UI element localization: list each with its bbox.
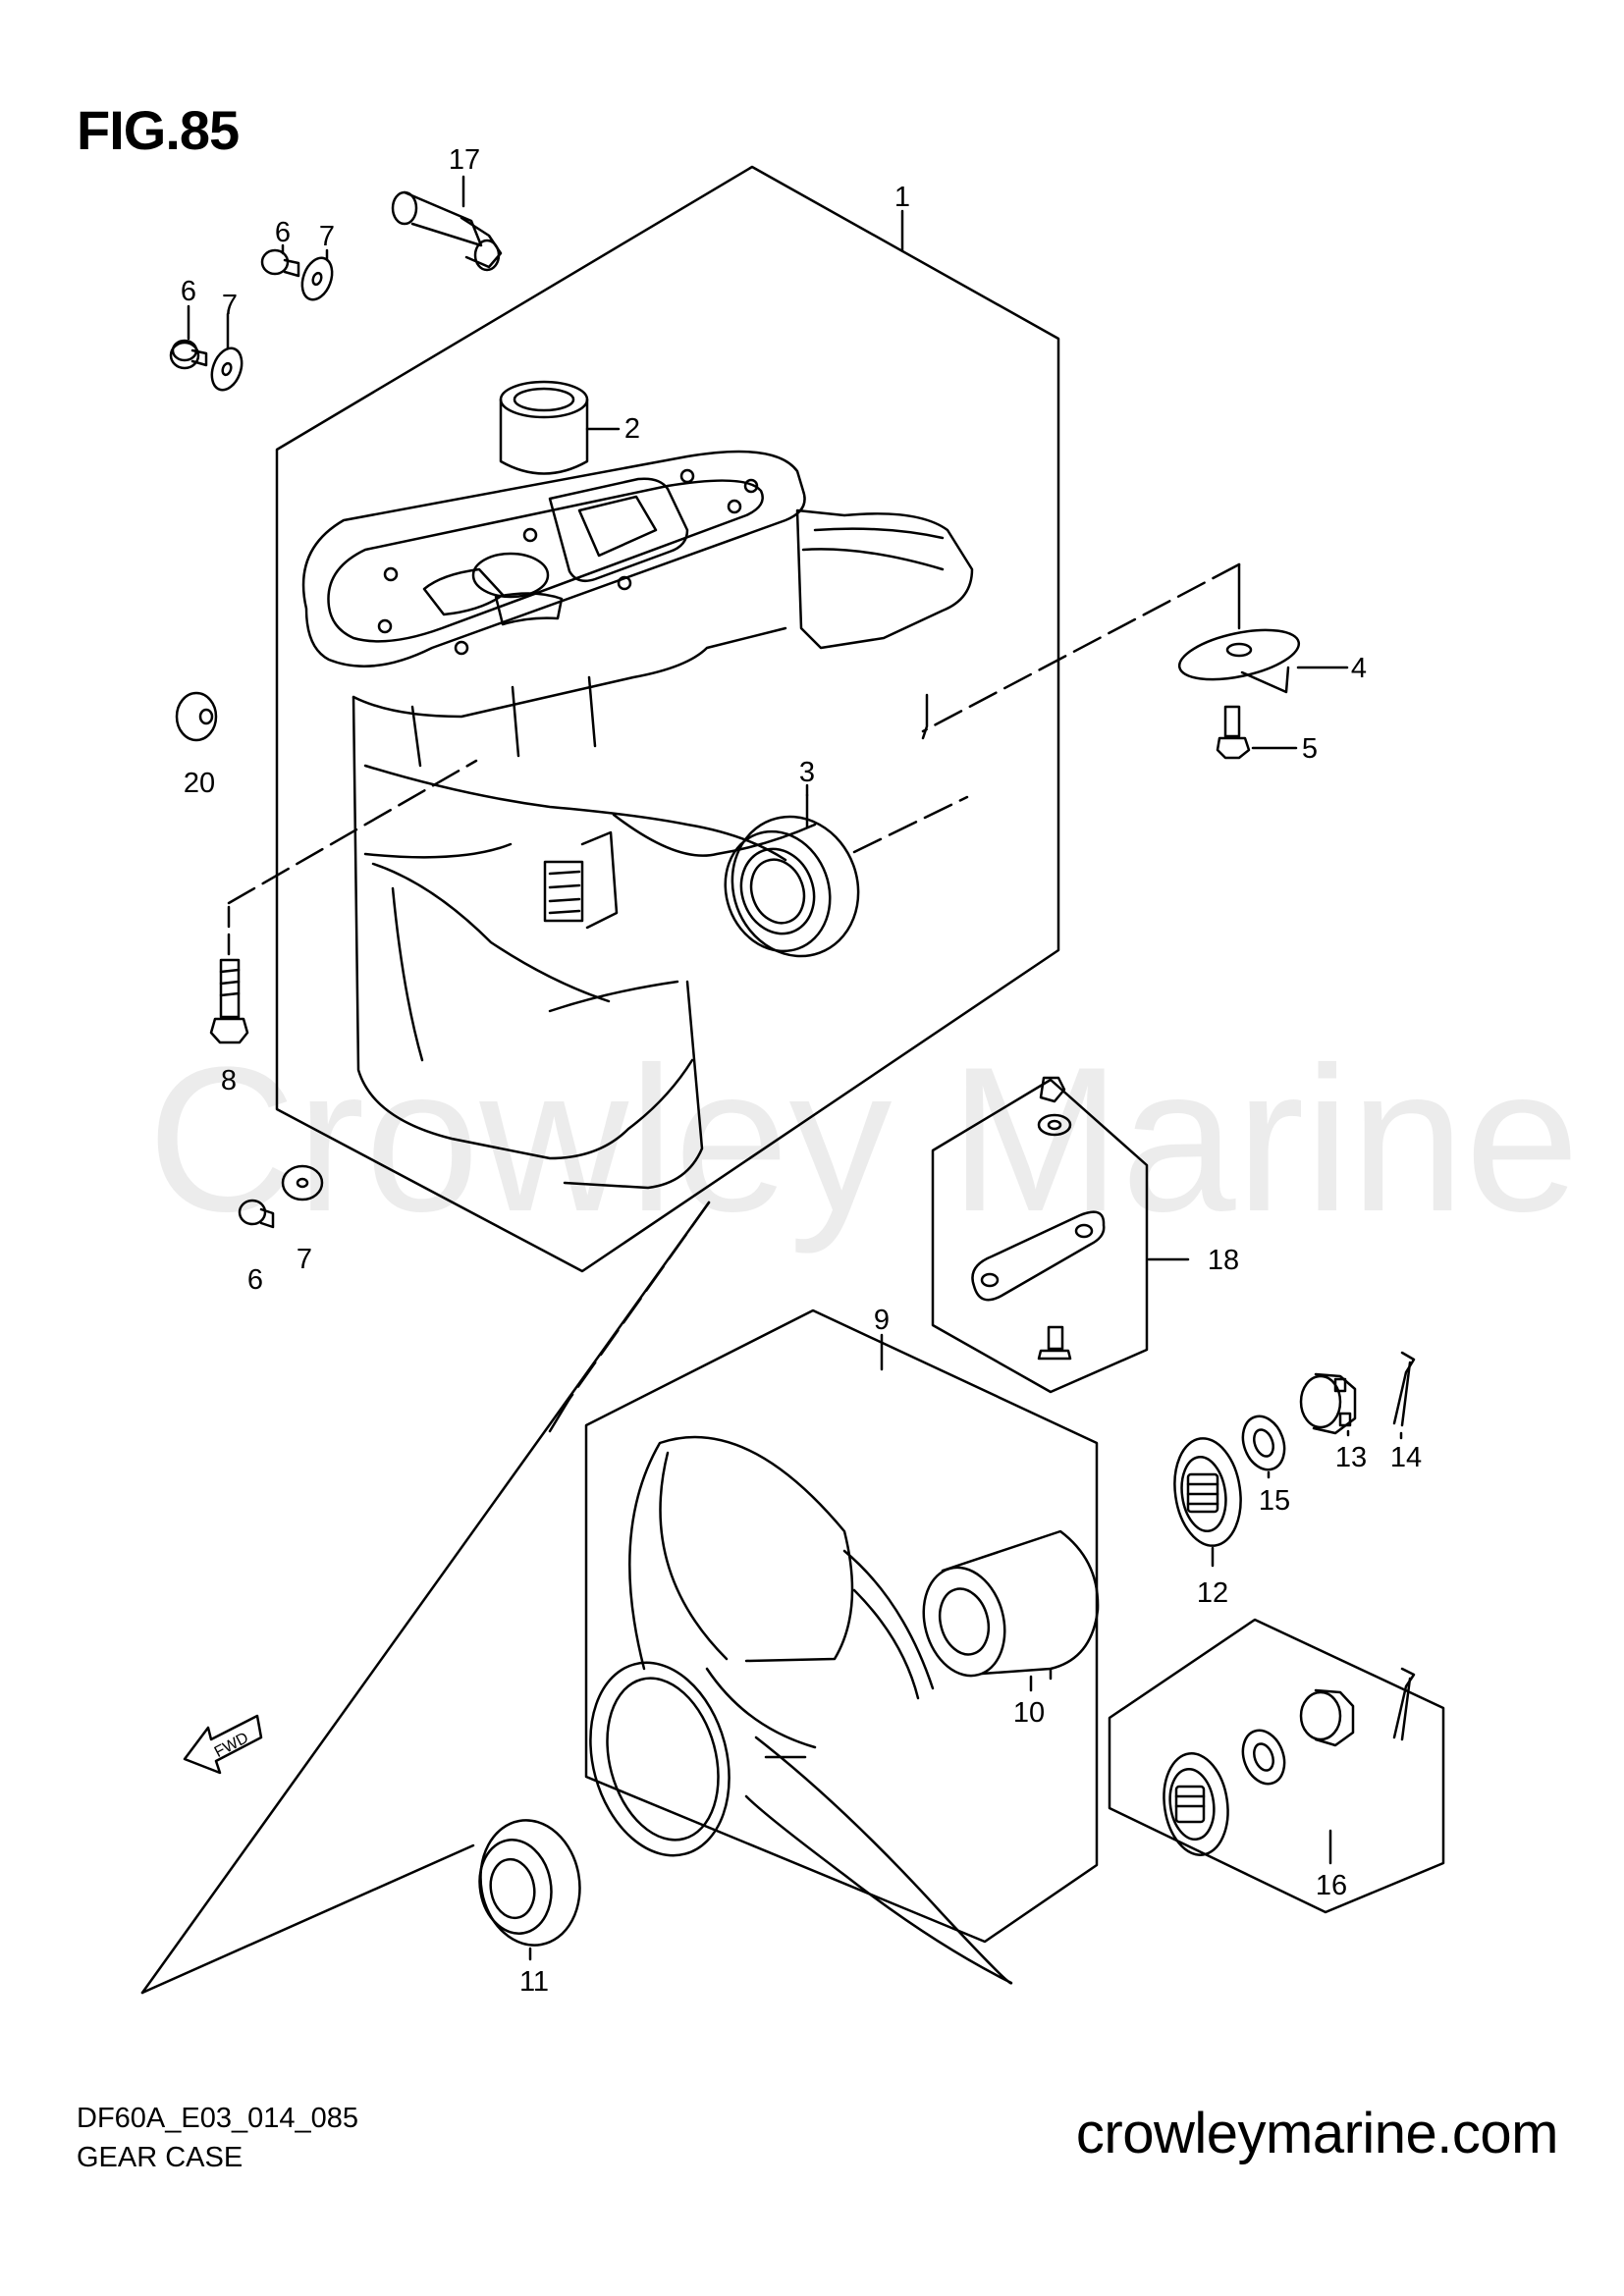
callout-8: 8 — [221, 1065, 237, 1096]
bolt-part-8 — [209, 958, 249, 1044]
screw-part-6-top — [260, 248, 300, 278]
diagram-code: DF60A_E03_014_085 — [77, 2103, 359, 2134]
callout-4: 4 — [1351, 653, 1367, 684]
callout-16: 16 — [1316, 1870, 1347, 1901]
group-outline-16 — [1108, 1618, 1445, 1914]
plate-part-18 — [971, 1076, 1190, 1361]
callout-3: 3 — [799, 757, 815, 788]
callout-6-bottom: 6 — [247, 1264, 263, 1296]
washer-part-7-top-left — [210, 347, 244, 392]
callout-7-top: 7 — [319, 221, 335, 252]
cotter-pin-part-14 — [1392, 1351, 1416, 1440]
group-outline-18 — [931, 1078, 1149, 1394]
thrust-washer-part-11 — [478, 1819, 581, 1961]
plug-part-17 — [391, 175, 503, 272]
callout-6-top: 6 — [275, 217, 291, 248]
callout-10: 10 — [1013, 1697, 1045, 1729]
kit-part-16 — [1163, 1667, 1416, 1865]
part-20 — [175, 691, 218, 742]
fwd-label: FWD — [212, 1730, 251, 1761]
callout-20: 20 — [184, 768, 215, 799]
propeller-part-9 — [589, 1435, 1013, 1985]
callout-7-top-left: 7 — [222, 290, 238, 321]
gear-case-housing — [301, 450, 974, 1190]
callout-2: 2 — [624, 413, 640, 445]
bushing-part-10 — [922, 1529, 1100, 1692]
callout-12: 12 — [1197, 1577, 1228, 1609]
washer-part-15 — [1241, 1415, 1286, 1479]
leader-3-dash — [852, 795, 969, 854]
group-outline-9 — [584, 1308, 1099, 1944]
oil-seal-part-3 — [724, 793, 860, 958]
dash-line-left — [227, 759, 478, 905]
anode-part-4 — [1177, 628, 1349, 694]
callout-7-bottom: 7 — [297, 1244, 312, 1275]
callout-1: 1 — [894, 182, 910, 213]
callout-18: 18 — [1208, 1245, 1239, 1276]
fwd-arrow-icon: FWD — [183, 1714, 263, 1775]
figure-title: FIG.85 — [77, 99, 240, 161]
triangle-line-d — [548, 1397, 571, 1433]
washer-part-7-bottom — [281, 1164, 324, 1201]
screw-part-6-top-left — [169, 339, 208, 370]
screw-part-6-bottom — [238, 1199, 275, 1229]
callout-17: 17 — [449, 144, 480, 176]
callout-11: 11 — [519, 1966, 549, 1998]
website-link[interactable]: crowleymarine.com — [1075, 2102, 1559, 2165]
bolt-part-5 — [1216, 705, 1298, 760]
triangle-line-b — [140, 1843, 475, 1995]
callout-13: 13 — [1335, 1442, 1367, 1473]
callout-14: 14 — [1390, 1442, 1422, 1473]
callout-6-top-left: 6 — [181, 276, 196, 307]
dash-line-top-right — [921, 562, 1241, 733]
nut-part-13 — [1299, 1372, 1357, 1437]
group-outline-1 — [275, 165, 1060, 1273]
bushing-part-2 — [499, 380, 621, 475]
section-name: GEAR CASE — [77, 2142, 244, 2173]
triangle-line-c — [568, 1201, 711, 1401]
callout-15: 15 — [1259, 1485, 1290, 1517]
callout-5: 5 — [1302, 733, 1318, 765]
washer-part-7-top — [300, 256, 334, 301]
callout-9: 9 — [874, 1305, 890, 1336]
spacer-part-12 — [1173, 1437, 1242, 1568]
